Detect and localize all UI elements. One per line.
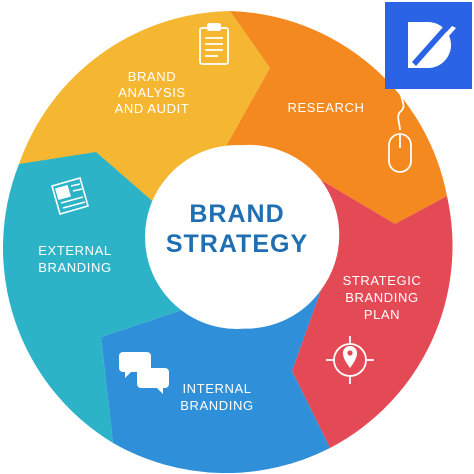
label-strategic-3: PLAN	[364, 307, 400, 322]
label-brand-analysis-1: BRAND	[128, 69, 177, 84]
location-pin-icon	[326, 336, 374, 384]
segment-external-branding	[2, 152, 189, 443]
mouse-icon	[388, 87, 412, 173]
label-external-2: BRANDING	[38, 260, 111, 275]
clipboard-icon	[199, 23, 229, 65]
label-brand-analysis-2: ANALYSIS	[118, 85, 185, 100]
segment-internal-branding	[101, 290, 330, 474]
brand-logo-icon	[385, 2, 472, 89]
label-strategic-2: BRANDING	[345, 290, 418, 305]
label-strategic-1: STRATEGIC	[343, 273, 422, 288]
center-title-line1: BRAND	[189, 200, 284, 228]
label-external-1: EXTERNAL	[38, 243, 111, 258]
label-internal-2: BRANDING	[180, 398, 253, 413]
label-internal-1: INTERNAL	[182, 381, 251, 396]
chat-bubbles-icon	[119, 352, 169, 394]
label-brand-analysis-3: AND AUDIT	[115, 101, 190, 116]
center-circle	[145, 145, 329, 329]
segment-research	[225, 11, 447, 224]
center-title-line2: STRATEGY	[166, 230, 308, 258]
segment-strategic-branding-plan	[292, 180, 453, 448]
newspaper-icon	[51, 177, 89, 215]
label-research: RESEARCH	[287, 100, 364, 115]
